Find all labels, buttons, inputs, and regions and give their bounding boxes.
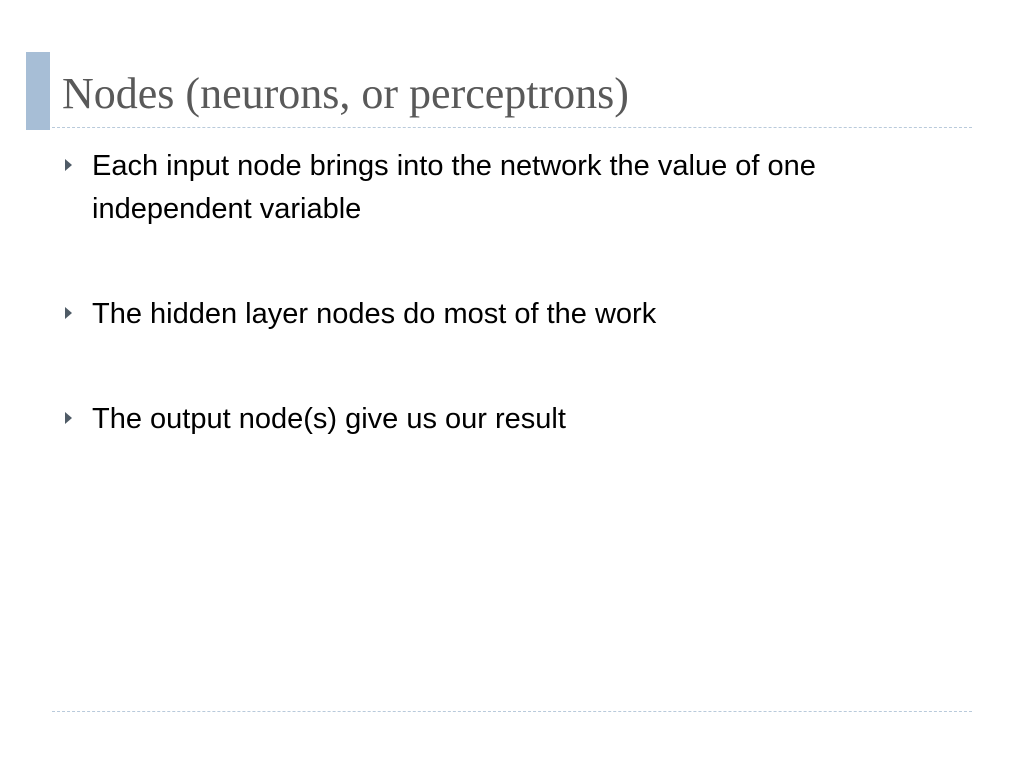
triangle-right-icon [65,159,72,171]
slide-title: Nodes (neurons, or perceptrons) [62,69,629,118]
triangle-right-icon [65,307,72,319]
bullet-text: The output node(s) give us our result [92,403,566,435]
bullet-text: The hidden layer nodes do most of the wo… [92,298,657,330]
bullet-item: The output node(s) give us our result [62,398,962,441]
title-divider [52,127,972,128]
triangle-right-icon [65,412,72,424]
bullet-text: Each input node brings into the network … [92,150,816,225]
bullet-item: The hidden layer nodes do most of the wo… [62,293,962,336]
bullet-list: Each input node brings into the network … [62,145,962,503]
bullet-item: Each input node brings into the network … [62,145,962,231]
title-accent-bar [26,52,50,130]
footer-divider [52,711,972,712]
